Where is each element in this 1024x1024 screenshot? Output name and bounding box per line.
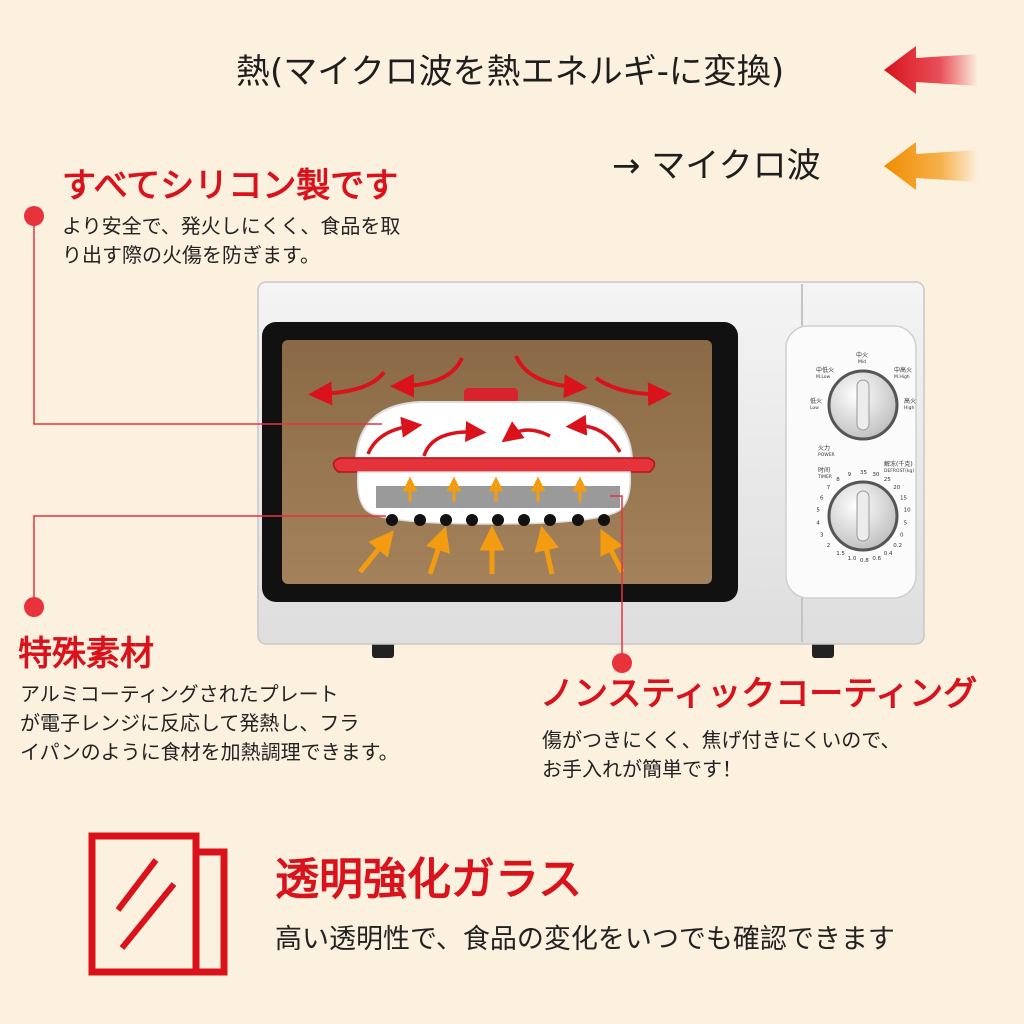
timer-mark: 1.0 — [848, 556, 857, 562]
knob-timer-side-label: 时间 — [818, 466, 830, 474]
feature-silicone-title: すべてシリコン製です — [62, 166, 399, 206]
timer-mark: 1.5 — [836, 551, 845, 557]
feature-nonstick-title: ノンスティックコーティング — [540, 674, 978, 714]
knob-power-righttop-sub: M.High — [894, 374, 910, 380]
knob-power-right-label: 高火 — [904, 397, 916, 405]
timer-mark: 25 — [884, 477, 891, 483]
knob-power-top-sub: Mid — [858, 359, 866, 365]
timer-mark: 0 — [900, 532, 904, 538]
timer-mark: 5 — [816, 508, 820, 514]
knob-timer-defrost-label: 解冻(千克) — [884, 460, 913, 468]
red-left-arrow-icon — [884, 46, 978, 94]
timer-mark: 0.2 — [893, 543, 902, 549]
leader-lines — [33, 216, 623, 662]
timer-mark: 10 — [904, 508, 911, 514]
timer-mark: 2 — [827, 543, 831, 549]
knob-power-side-label: 火力 — [818, 444, 830, 452]
timer-mark: 0.8 — [860, 558, 869, 564]
legend-heat-label: 熱(マイクロ波を熱エネルギ-に変換) — [236, 52, 785, 92]
feature-material-title: 特殊素材 — [18, 634, 154, 674]
feature-material-desc: アルミコーティングされたプレート が電子レンジに反応して発熱し、フラ イパンのよ… — [20, 682, 399, 764]
pan-red-rim — [332, 457, 656, 473]
aluminum-plate — [376, 486, 620, 508]
legend-microwave-label: → マイクロ波 — [612, 146, 821, 186]
timer-mark: 0.4 — [884, 551, 893, 557]
knob-power-left-sub: Low — [810, 405, 819, 411]
knob-timer-defrost-sub: DEFROST(kg) — [884, 468, 914, 474]
timer-mark: 0.6 — [872, 556, 881, 562]
knob-power-righttop-label: 中高火 — [894, 366, 912, 374]
feature-glass-title: 透明強化ガラス — [275, 854, 583, 905]
microwave-arrows — [358, 525, 625, 575]
timer-mark: 35 — [860, 470, 867, 476]
feature-nonstick-desc: 傷がつきにくく、焦げ付きにくいので、 お手入れが簡単です！ — [542, 728, 901, 781]
feature-silicone-desc: より安全で、発火しにくく、食品を取 り出す際の火傷を防ぎます。 — [62, 214, 401, 267]
orange-left-arrow-icon — [884, 142, 978, 190]
timer-mark: 30 — [872, 472, 879, 478]
timer-mark: 5 — [904, 520, 908, 526]
knob-power-lefttop-sub: M.Low — [816, 374, 830, 380]
timer-mark: 3 — [820, 532, 824, 538]
timer-mark: 4 — [816, 520, 820, 526]
timer-mark: 8 — [836, 477, 840, 483]
feature-glass-desc: 高い透明性で、食品の変化をいつでも確認できます — [275, 924, 895, 955]
timer-mark: 9 — [848, 472, 852, 478]
timer-mark: 20 — [893, 485, 900, 491]
knob-power-side-sub: POWER — [818, 452, 835, 458]
feature-silicone-dot — [24, 206, 44, 226]
knob-timer-side-sub: TIMER — [817, 474, 832, 480]
knob-power-left-label: 低火 — [810, 397, 822, 405]
knob-power-top-label: 中火 — [856, 351, 868, 359]
timer-mark: 15 — [900, 496, 907, 502]
feature-nonstick-dot — [612, 653, 632, 673]
knob-power-lefttop-label: 中低火 — [816, 366, 834, 374]
knob-power-right-sub: High — [904, 405, 914, 411]
glass-pane-icon — [88, 832, 228, 976]
silicone-pan-lid — [354, 401, 634, 459]
feature-material-dot — [24, 597, 44, 617]
timer-mark: 7 — [827, 485, 831, 491]
timer-mark: 6 — [820, 496, 824, 502]
